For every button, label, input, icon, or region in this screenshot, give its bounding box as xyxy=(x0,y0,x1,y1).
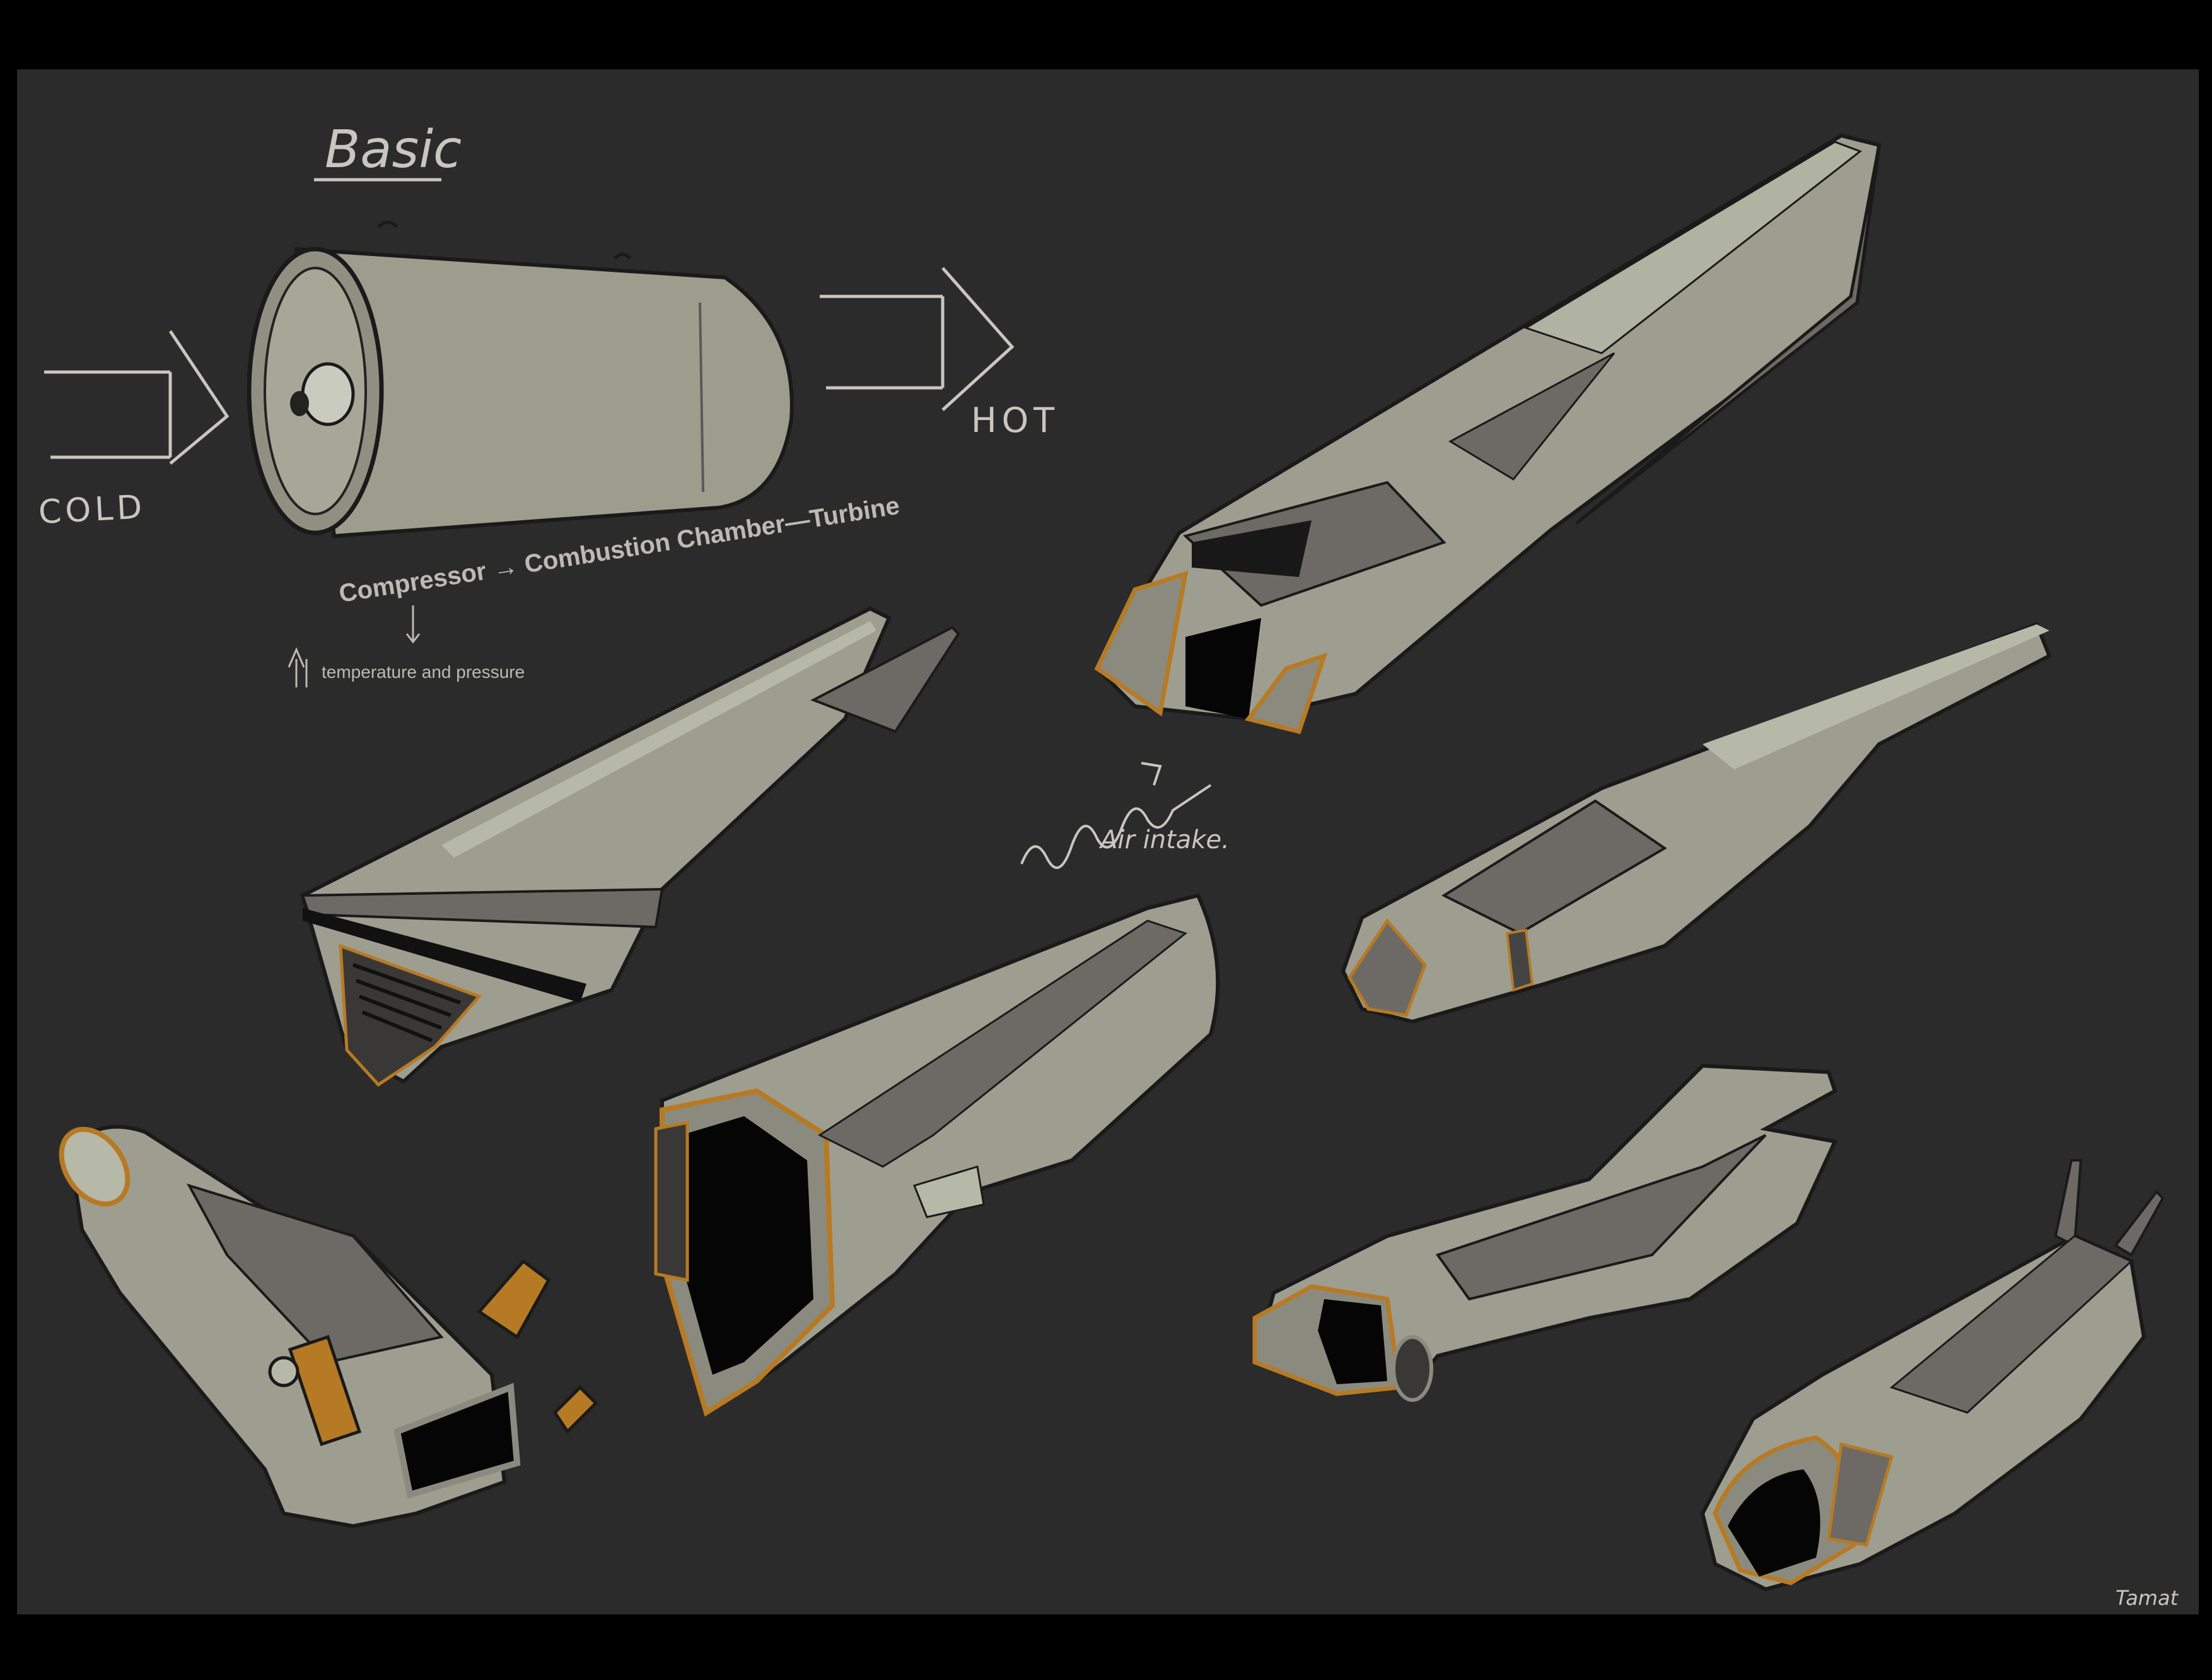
hot-label: HOT xyxy=(971,400,1059,440)
air-arrow-icon xyxy=(1141,762,1162,786)
engine-concept-4 xyxy=(59,1124,598,1529)
basic-title: Basic xyxy=(325,120,462,180)
engine-concept-1 xyxy=(1094,133,1882,735)
engine-concept-3 xyxy=(1341,622,2052,1024)
artist-signature: Tamat xyxy=(2116,1586,2179,1610)
engine-concept-2 xyxy=(300,606,960,1087)
temperature-pressure-note: temperature and pressure xyxy=(322,662,525,682)
engine-concept-7 xyxy=(1700,1159,2165,1592)
up-arrow-icon xyxy=(288,647,308,687)
hot-arrow-icon xyxy=(820,267,1015,411)
engine-concept-6 xyxy=(1252,1063,1838,1402)
cold-arrow-icon xyxy=(44,330,230,465)
basic-engine-cylinder xyxy=(247,221,794,539)
engine-concept-5 xyxy=(654,893,1220,1417)
cold-label: COLD xyxy=(38,488,147,532)
air-intake-note: Air intake. xyxy=(1020,762,1230,869)
air-intake-label: Air intake. xyxy=(1098,825,1230,855)
down-arrow-icon xyxy=(405,605,421,644)
